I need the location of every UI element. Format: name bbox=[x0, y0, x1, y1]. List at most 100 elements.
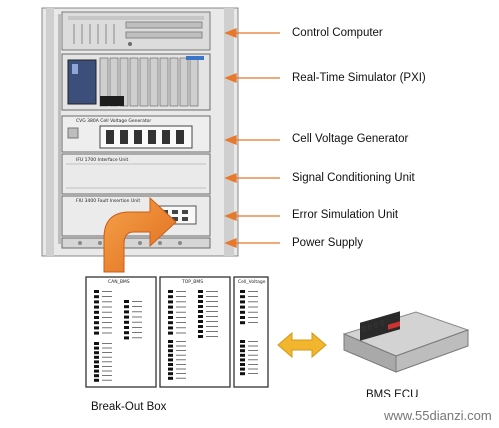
pin-label-line bbox=[206, 311, 218, 312]
pin-label-line bbox=[206, 336, 218, 337]
connector-pin bbox=[240, 367, 245, 371]
connector-pin bbox=[168, 340, 173, 343]
connector-pin bbox=[168, 353, 173, 357]
pin-label-line bbox=[248, 301, 258, 303]
pin-label-line bbox=[176, 317, 186, 318]
connector-pin bbox=[240, 344, 245, 348]
connector-pin bbox=[124, 326, 129, 329]
connector-pin bbox=[168, 310, 173, 314]
pin-label-line bbox=[206, 316, 218, 317]
label-real-time-simulator: Real-Time Simulator (PXI) bbox=[292, 72, 426, 84]
control-computer-unit bbox=[61, 11, 211, 51]
pin-label-line bbox=[102, 301, 112, 303]
connector-pin bbox=[94, 365, 99, 368]
connector-pin bbox=[198, 315, 203, 318]
connector-pin bbox=[198, 310, 203, 313]
connector-pin bbox=[168, 358, 173, 362]
connector-pin bbox=[124, 305, 129, 309]
pin-label-line bbox=[132, 301, 142, 302]
pin-label-line bbox=[102, 347, 112, 349]
cell-voltage-panel-text: CVG 380A Cell Voltage Generator bbox=[76, 118, 151, 124]
pin-label-line bbox=[206, 291, 218, 292]
pin-label-line bbox=[248, 364, 258, 365]
cell-voltage-generator-unit: CVG 380A Cell Voltage Generator bbox=[61, 115, 211, 153]
pin-label-line bbox=[132, 337, 142, 339]
pin-label-line bbox=[176, 291, 186, 292]
pin-label-line bbox=[248, 373, 258, 374]
connector-pin bbox=[198, 295, 203, 298]
connector-pin bbox=[198, 330, 203, 333]
connector-pin bbox=[94, 326, 99, 330]
pin-label-line bbox=[102, 306, 112, 308]
pin-label-line bbox=[176, 345, 186, 347]
pin-label-line bbox=[248, 368, 258, 370]
connector-pin bbox=[168, 344, 173, 348]
pin-label-line bbox=[102, 370, 112, 372]
connector-pin bbox=[168, 376, 173, 380]
connector-pin bbox=[168, 349, 173, 353]
connector-pin bbox=[240, 305, 245, 309]
module-title-1: CAN_BMS bbox=[108, 279, 130, 285]
connector-pin bbox=[94, 305, 99, 309]
bidirectional-arrow bbox=[277, 331, 327, 359]
pin-label-line bbox=[206, 331, 218, 332]
connector-pin bbox=[240, 340, 245, 343]
pin-label-line bbox=[248, 296, 258, 297]
pin-label-line bbox=[248, 322, 258, 323]
module-title-2: TOP_BMS bbox=[181, 279, 203, 285]
pin-label-line bbox=[176, 322, 186, 323]
breakout-box-modules: CAN_BMS TOP_BMS Cell_Voltage bbox=[85, 276, 269, 388]
pin-label-line bbox=[248, 359, 258, 361]
connector-pin bbox=[94, 369, 99, 373]
cable-connection-arrow bbox=[103, 196, 177, 273]
connector-pin bbox=[240, 295, 245, 299]
pxi-simulator-unit bbox=[61, 53, 211, 111]
connector-pin bbox=[168, 326, 173, 330]
pin-label-line bbox=[248, 291, 258, 292]
label-power-supply: Power Supply bbox=[292, 237, 363, 249]
pin-label-line bbox=[102, 375, 112, 376]
connector-pin bbox=[240, 310, 245, 314]
connector-pin bbox=[198, 325, 203, 328]
pin-label-line bbox=[176, 341, 186, 342]
connector-pin bbox=[94, 360, 99, 364]
connector-pin bbox=[168, 372, 173, 376]
connector-pin bbox=[94, 295, 99, 299]
fault-panel-text: FIU 3400 Fault Insertion Unit bbox=[76, 198, 140, 204]
connector-pin bbox=[168, 331, 173, 335]
connector-pin bbox=[240, 372, 245, 376]
connector-pin bbox=[240, 300, 245, 304]
pin-label-line bbox=[176, 301, 186, 303]
leader-arrows bbox=[224, 28, 280, 248]
label-control-computer: Control Computer bbox=[292, 27, 383, 39]
connector-pin bbox=[168, 300, 173, 304]
connector-pin bbox=[94, 351, 99, 355]
pin-label-line bbox=[102, 366, 112, 367]
module-title-3: Cell_Voltage bbox=[238, 279, 266, 285]
pin-label-line bbox=[176, 311, 186, 313]
label-signal-conditioning-unit: Signal Conditioning Unit bbox=[292, 172, 415, 184]
pin-label-line bbox=[132, 311, 142, 313]
connector-pin bbox=[94, 378, 99, 382]
connector-pin bbox=[94, 374, 99, 378]
watermark: www.55dianzi.com bbox=[384, 408, 492, 423]
pin-label-line bbox=[102, 352, 112, 353]
connector-pin bbox=[94, 316, 99, 319]
pin-label-line bbox=[248, 341, 258, 342]
connector-pin bbox=[94, 321, 99, 325]
connector-pin bbox=[124, 331, 129, 335]
pin-label-line bbox=[102, 296, 112, 297]
pin-label-line bbox=[206, 306, 218, 307]
connector-pin bbox=[124, 300, 129, 303]
pin-label-line bbox=[248, 317, 258, 318]
connector-pin bbox=[240, 321, 245, 325]
label-error-simulation-unit: Error Simulation Unit bbox=[292, 209, 399, 221]
pin-label-line bbox=[102, 361, 112, 363]
connector-pin bbox=[94, 310, 99, 314]
connector-pin bbox=[168, 305, 173, 309]
connector-pin bbox=[168, 316, 173, 319]
pin-label-line bbox=[176, 377, 186, 379]
pin-label-line bbox=[102, 322, 112, 323]
signal-conditioning-unit: IFU 1700 Interface Unit bbox=[61, 153, 211, 195]
